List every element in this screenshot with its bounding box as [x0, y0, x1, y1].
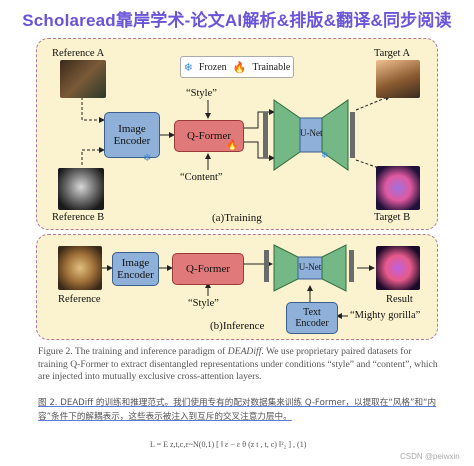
style-prompt-inference: “Style” — [188, 298, 219, 309]
inference-panel — [36, 234, 438, 340]
reference-b-label: Reference B — [52, 212, 105, 223]
caption-rest: . We use proprietary paired datasets for… — [38, 346, 438, 382]
reference-a-image — [60, 60, 106, 98]
unet-inference-shape — [264, 244, 354, 292]
loss-formula: L = E z,t,c,ε~N(0,1) [ ‖ ε − ε θ (z t , … — [150, 440, 307, 449]
caption-prefix: Figure 2. The training and inference par… — [38, 346, 228, 357]
result-label: Result — [386, 294, 413, 305]
translation-text: 图 2. DEADiff 的训练和推理范式。我们使用专有的配对数据集来训练 Q-… — [38, 398, 437, 422]
flame-icon: 🔥 — [232, 61, 247, 74]
unet-inference-label: U-Net — [298, 262, 322, 272]
image-encoder-inference: Image Encoder — [112, 252, 159, 286]
mighty-gorilla-prompt: “Mighty gorilla” — [350, 310, 421, 321]
snowflake-icon: ❄ — [321, 150, 329, 160]
qformer-inference-label: Q-Former — [186, 263, 230, 275]
text-encoder-label: Text Encoder — [295, 307, 329, 329]
text-encoder: Text Encoder — [286, 302, 338, 334]
reference-b-image — [58, 168, 104, 210]
flame-icon: 🔥 — [226, 140, 239, 151]
snowflake-icon: ❄ — [183, 61, 193, 74]
snowflake-icon: ❄ — [143, 153, 152, 164]
unet-training-shape — [263, 99, 355, 171]
image-encoder-inference-label: Image Encoder — [117, 257, 154, 281]
target-a-label: Target A — [374, 48, 411, 59]
unet-training-label: U-Net — [300, 128, 323, 138]
figure-caption: Figure 2. The training and inference par… — [38, 346, 438, 384]
content-prompt-training: “Content” — [180, 172, 223, 183]
target-b-label: Target B — [374, 212, 411, 223]
result-image — [376, 246, 420, 290]
target-a-image — [376, 60, 420, 98]
qformer-training: Q-Former — [174, 120, 244, 152]
image-encoder-training: Image Encoder — [104, 112, 160, 158]
legend-frozen-label: Frozen — [198, 61, 227, 73]
caption-italic: DEADiff — [227, 346, 262, 357]
legend: ❄ Frozen 🔥 Trainable — [180, 56, 294, 78]
target-b-image — [376, 166, 420, 210]
reference-image — [58, 246, 102, 290]
training-panel-label: (a)Training — [212, 212, 262, 224]
banner-title: Scholaread靠岸学术-论文AI解析&排版&翻译&同步阅读 — [22, 11, 452, 30]
reference-a-label: Reference A — [52, 48, 105, 59]
image-encoder-training-label: Image Encoder — [113, 123, 151, 147]
legend-trainable-label: Trainable — [252, 61, 291, 73]
csdn-watermark: CSDN @peiwxin — [400, 452, 460, 461]
style-prompt-training: “Style” — [186, 88, 217, 99]
qformer-inference: Q-Former — [172, 253, 244, 285]
reference-label: Reference — [58, 294, 101, 305]
qformer-training-label: Q-Former — [187, 130, 231, 142]
inference-panel-label: (b)Inference — [210, 320, 265, 332]
